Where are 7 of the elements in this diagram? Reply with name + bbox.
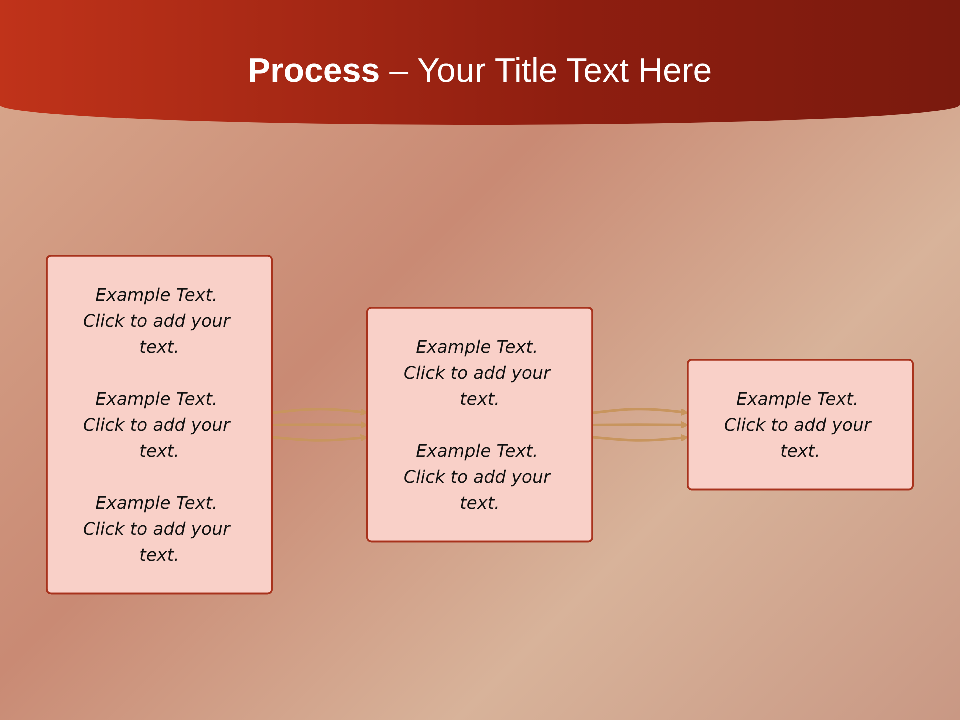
arrow <box>272 408 368 416</box>
arrow <box>592 434 689 442</box>
slide-title: Process – Your Title Text Here <box>246 52 714 91</box>
arrow <box>272 422 368 430</box>
arrow <box>593 422 689 430</box>
arrow <box>272 434 368 442</box>
arrow <box>592 408 689 416</box>
